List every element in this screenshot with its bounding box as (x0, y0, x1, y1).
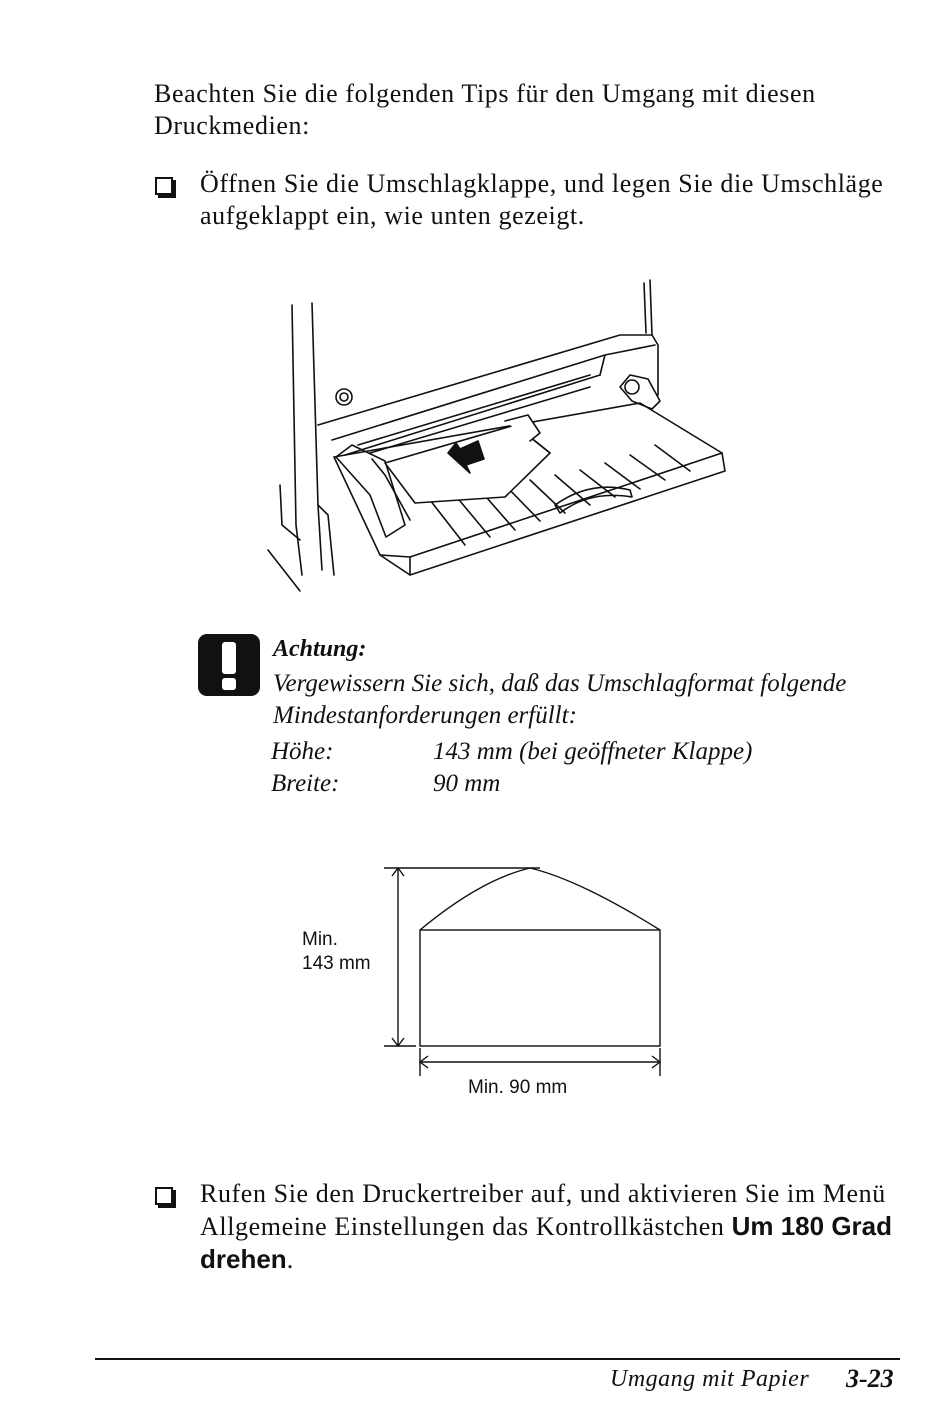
height-label-min: Min. (302, 929, 338, 950)
bullet-rotate-period: . (286, 1245, 294, 1274)
bullet-rotate-text: Rufen Sie den Druckertreiber auf, und ak… (200, 1179, 886, 1241)
checkbox-bullet-icon (155, 1187, 173, 1205)
printer-envelope-loading-illustration (267, 279, 726, 592)
setting-name-bold: Um 180 Grad drehen (200, 1211, 892, 1274)
envelope-dimension-diagram (384, 866, 662, 1076)
spec-width-label: Breite: (271, 770, 340, 797)
height-dimension-label: Min. 143 mm (302, 928, 371, 976)
caution-text: Vergewissern Sie sich, daß das Umschlagf… (273, 670, 847, 729)
caution-exclamation-icon (198, 634, 260, 696)
bullet-envelope-flap: Öffnen Sie die Umschlagklappe, und legen… (200, 169, 884, 230)
intro-paragraph: Beachten Sie die folgenden Tips für den … (154, 79, 816, 140)
page-number: 3-23 (846, 1364, 894, 1393)
checkbox-bullet-icon (155, 177, 173, 195)
height-label-value: 143 mm (302, 953, 371, 974)
footer-chapter-title: Umgang mit Papier (610, 1366, 810, 1392)
footer-rule (95, 1358, 900, 1360)
spec-width-value: 90 mm (433, 770, 501, 797)
spec-height-value: 143 mm (bei geöffneter Klappe) (433, 738, 753, 765)
width-dimension-label: Min. 90 mm (468, 1077, 568, 1098)
spec-height-label: Höhe: (271, 738, 334, 765)
caution-title: Achtung: (273, 636, 367, 662)
bullet-rotate-setting: Rufen Sie den Druckertreiber auf, und ak… (200, 1178, 900, 1276)
